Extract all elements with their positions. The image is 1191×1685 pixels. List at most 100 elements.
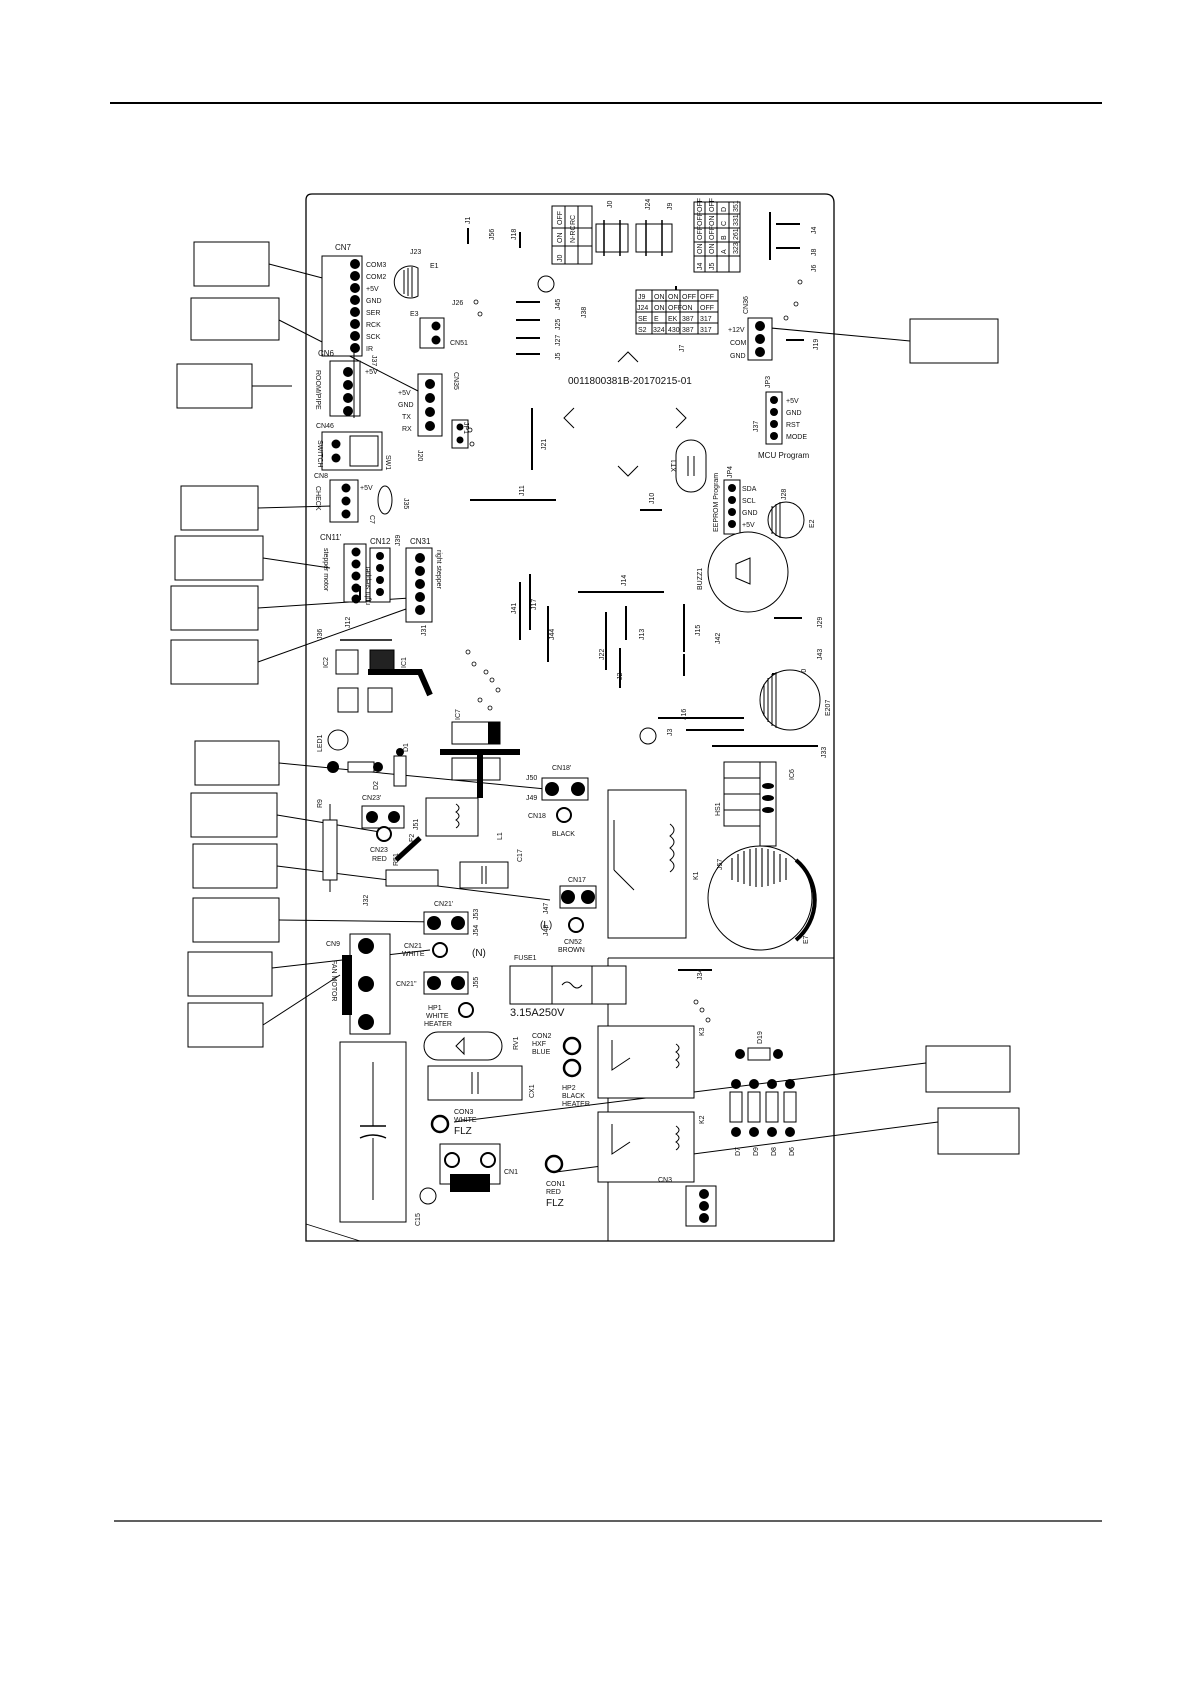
cn23-wire: RED (372, 856, 387, 863)
k1-label: K1 (693, 871, 700, 880)
j51-label: J51 (413, 819, 420, 830)
xt1-crystal (675, 439, 707, 493)
d1-label: D1 (403, 743, 410, 752)
rv1-label: RV1 (513, 1036, 520, 1050)
svg-text:OFF: OFF (557, 211, 564, 225)
con2-label: CON2 (532, 1033, 552, 1040)
cn31-function: right stepper (435, 550, 442, 590)
jp1-label: JP1 (462, 422, 469, 434)
k2-relay (597, 1111, 695, 1183)
j45-label: J45 (555, 299, 562, 310)
hp1-function: HEATER (424, 1021, 452, 1028)
cn7-pin-2: COM2 (366, 274, 386, 281)
j42-label: J42 (715, 633, 722, 644)
jumper-table-b: J4 ON OFF OFF OFF J5 ON OFF ON OFF A B C… (693, 198, 741, 273)
jp3-label: JP3 (765, 376, 772, 388)
svg-text:J24: J24 (637, 305, 648, 312)
svg-text:OFF: OFF (700, 294, 714, 301)
cn36-pin-1: +12V (728, 327, 745, 334)
callout-box (194, 740, 280, 786)
hs1-label: HS1 (715, 802, 722, 816)
con2-a: HXF (532, 1041, 546, 1048)
j31-label: J31 (421, 625, 428, 636)
cn21-label: CN21 (404, 943, 422, 950)
svg-text:ON: ON (697, 244, 704, 255)
callout-box (909, 318, 999, 364)
svg-text:E: E (654, 316, 659, 323)
d9-label: D9 (753, 1147, 760, 1156)
cn17-label: CN17 (568, 877, 586, 884)
e1-capacitor (393, 265, 419, 299)
c7-label: C7 (368, 515, 375, 524)
cn6-function: ROOM/PIPE (314, 370, 321, 410)
via-dots (465, 279, 803, 1023)
svg-text:ON: ON (709, 216, 716, 227)
j27-label: J27 (555, 335, 562, 346)
j10-label: J10 (649, 493, 656, 504)
mcu-pin-4: MODE (786, 434, 807, 441)
j28-label: J28 (781, 489, 788, 500)
cn21pp-label: CN21'' (396, 981, 417, 988)
hp2-label: HP2 (562, 1085, 576, 1092)
cn7-pin-8: IR (366, 346, 373, 353)
d7-label: D7 (735, 1147, 742, 1156)
svg-text:323: 323 (733, 242, 740, 254)
j27-near-label: J37 (370, 355, 377, 366)
con1-label: CON1 (546, 1181, 566, 1188)
j38-label: J38 (581, 307, 588, 318)
svg-text:430: 430 (668, 327, 680, 334)
j16-label: J16 (681, 709, 688, 720)
cn7-pin-4: GND (366, 298, 382, 305)
cn7-pin-7: SCK (366, 334, 381, 341)
c17 (459, 861, 509, 889)
j53-label: J53 (473, 909, 480, 920)
cn9-function: FAN MOTOR (330, 960, 337, 1001)
svg-text:ON: ON (654, 294, 665, 301)
jumper-table-a: J0 ON OFF N-RC RC (551, 205, 593, 265)
j43-label: J43 (817, 649, 824, 660)
cn36-pin-3: GND (730, 353, 746, 360)
j4-label: J4 (811, 227, 818, 235)
board-corner-mark (305, 1223, 361, 1242)
j49-label: J49 (526, 795, 537, 802)
xt1-label: XT1 (671, 459, 678, 472)
cn36-pin-2: COM (730, 340, 747, 347)
cn51-label: CN51 (450, 340, 468, 347)
cn12-function: right stepper (365, 565, 372, 605)
svg-text:SE: SE (638, 316, 648, 323)
svg-text:351: 351 (733, 200, 740, 212)
eeprom-pin-4: +5V (742, 522, 755, 529)
svg-text:A: A (721, 249, 728, 254)
board-outline (305, 193, 835, 1242)
hp1-label: HP1 (428, 1005, 442, 1012)
cn18p-label: CN18' (552, 765, 571, 772)
callout-box (190, 792, 278, 838)
buzz1-label: BUZZ1 (697, 568, 704, 590)
e2-capacitor (767, 501, 805, 539)
d19-label: D19 (757, 1031, 764, 1044)
led1 (327, 729, 349, 751)
hp2-color: BLACK (562, 1093, 585, 1100)
callout-box (190, 297, 280, 341)
cn18-label: CN18 (528, 813, 546, 820)
j24-label: J24 (645, 199, 652, 210)
r9 (322, 819, 338, 881)
cn46-function: SWITCH (316, 440, 323, 468)
cn7-label: CN7 (335, 243, 352, 252)
con1-function: FLZ (546, 1198, 564, 1209)
fuse-rating: 3.15A250V (510, 1007, 565, 1019)
svg-text:317: 317 (700, 316, 712, 323)
led1-label: LED1 (317, 734, 324, 752)
d6-label: D6 (789, 1147, 796, 1156)
j39-label: J39 (395, 535, 402, 546)
callout-box (187, 951, 273, 997)
j56-label: J56 (489, 229, 496, 240)
ic6-label: IC6 (789, 769, 796, 780)
cn51-housing (419, 317, 445, 349)
svg-text:324: 324 (653, 327, 665, 334)
e7-label: E7 (803, 935, 810, 944)
ic2 (335, 649, 359, 675)
cn52-label: CN52 (564, 939, 582, 946)
cn35-pin-4: RX (402, 426, 412, 433)
l1-label: L1 (497, 832, 504, 840)
